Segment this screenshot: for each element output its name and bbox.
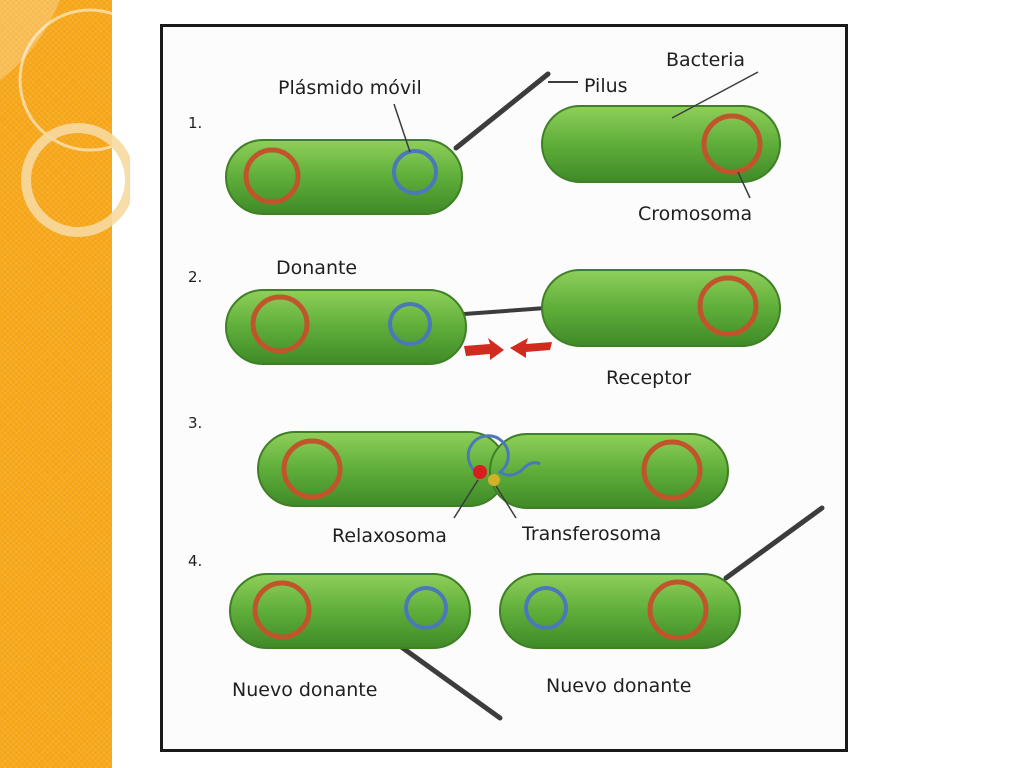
label-donor: Donante: [276, 257, 357, 279]
step-number-4: 4.: [188, 552, 202, 570]
chromosome-step1-left: [243, 147, 301, 205]
label-receptor: Receptor: [606, 367, 691, 389]
relaxosome-pointer: [453, 479, 479, 519]
chromosome-step3-right: [641, 439, 703, 501]
step-number-3: 3.: [188, 414, 202, 432]
label-relaxosome: Relaxosoma: [332, 525, 447, 547]
bacterial-conjugation-diagram: 1. 2. 3. 4. Plásmido móvil Pilus Bacteri…: [160, 24, 848, 752]
bacteria-pointer: [671, 71, 759, 119]
label-pilus: Pilus: [584, 75, 628, 97]
red-arrow-right-icon: [464, 338, 504, 360]
plasmid-step4-right: [524, 586, 568, 630]
chromosome-step1-right: [701, 113, 763, 175]
chromosome-step4-left: [252, 580, 312, 640]
decorative-circles: [0, 0, 130, 237]
chromosome-step2-right: [697, 275, 759, 337]
label-new-donor-left: Nuevo donante: [232, 679, 377, 701]
label-plasmid: Plásmido móvil: [278, 77, 422, 99]
chromosome-step4-right: [647, 579, 709, 641]
plasmid-step2-left: [388, 302, 432, 346]
step-number-1: 1.: [188, 114, 202, 132]
transferosome-pointer: [495, 485, 517, 519]
deco-leaf: [0, 0, 60, 80]
label-chromosome: Cromosoma: [638, 203, 752, 225]
relaxosome-dot: [473, 465, 487, 479]
bacteria-receptor-step3: [489, 433, 729, 509]
plasmid-transfer-step3: [466, 434, 541, 477]
pilus-step4-left: [397, 643, 503, 721]
plasmid-step4-left: [404, 586, 448, 630]
bacteria-receptor-step2: [541, 269, 781, 347]
chromosome-pointer: [737, 171, 751, 199]
transferosome-dot: [488, 474, 500, 486]
chromosome-step3-left: [281, 438, 343, 500]
red-arrow-left-icon: [510, 338, 552, 358]
label-transferosome: Transferosoma: [521, 523, 661, 545]
step-number-2: 2.: [188, 268, 202, 286]
deco-circle-top: [18, 8, 130, 152]
pilus-step4-right: [723, 505, 825, 581]
sidebar-edge: [112, 0, 115, 768]
chromosome-step2-left: [250, 294, 310, 354]
bacteria-new-donor-left: [229, 573, 471, 649]
bacteria-donor-step1: [225, 139, 463, 215]
label-bacteria: Bacteria: [666, 49, 745, 71]
diagram-canvas: 1. 2. 3. 4. Plásmido móvil Pilus Bacteri…: [188, 49, 825, 721]
plasmid-step1-left: [392, 149, 438, 195]
pilus-step2: [463, 306, 547, 316]
plasmid-pointer: [393, 103, 411, 153]
label-new-donor-right: Nuevo donante: [546, 675, 691, 697]
deco-circle-bottom: [21, 123, 130, 237]
bacteria-step1-right: [541, 105, 781, 183]
pilus-step1: [453, 71, 551, 151]
